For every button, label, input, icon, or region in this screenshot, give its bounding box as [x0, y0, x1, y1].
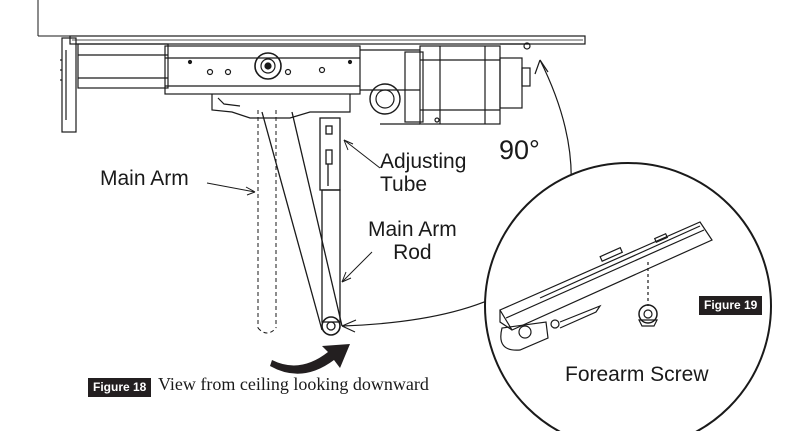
arc-arrowhead-top-icon	[534, 59, 549, 75]
main-arm-leader-arrow-icon	[245, 186, 256, 196]
left-bracket	[60, 37, 169, 133]
main-arm-rod-label-line1: Main Arm	[368, 218, 457, 241]
main-arm-rod	[321, 189, 341, 336]
angle-label: 90°	[499, 135, 540, 165]
adjusting-tube-label-line1: Adjusting	[380, 150, 467, 173]
figure19-badge: Figure 19	[699, 296, 763, 315]
main-arm	[261, 111, 343, 331]
figure18-caption: View from ceiling looking downward	[158, 374, 429, 394]
figure19-inset	[484, 162, 772, 431]
main-arm-rod-label: Main Arm Rod	[368, 218, 457, 264]
arc-arrowhead-bottom-icon	[341, 319, 357, 333]
main-arm-rod-label-line2: Rod	[393, 241, 432, 264]
adjusting-tube-label: Adjusting Tube	[380, 150, 466, 196]
header-rail	[37, 0, 586, 45]
operator-housing	[164, 42, 531, 125]
adjusting-tube-label-line2: Tube	[380, 173, 428, 196]
forearm-screw-label: Forearm Screw	[565, 363, 709, 386]
adjusting-tube	[319, 117, 341, 191]
arm-bracket	[211, 94, 351, 119]
rotation-arrow-icon	[270, 344, 350, 374]
main-arm-label: Main Arm	[100, 167, 189, 190]
main-arm-dashed	[257, 110, 277, 334]
adjusting-tube-leader-arrow-icon	[343, 139, 354, 151]
rod-leader-arrow-icon	[341, 271, 352, 283]
figure18-badge: Figure 18	[88, 378, 152, 397]
